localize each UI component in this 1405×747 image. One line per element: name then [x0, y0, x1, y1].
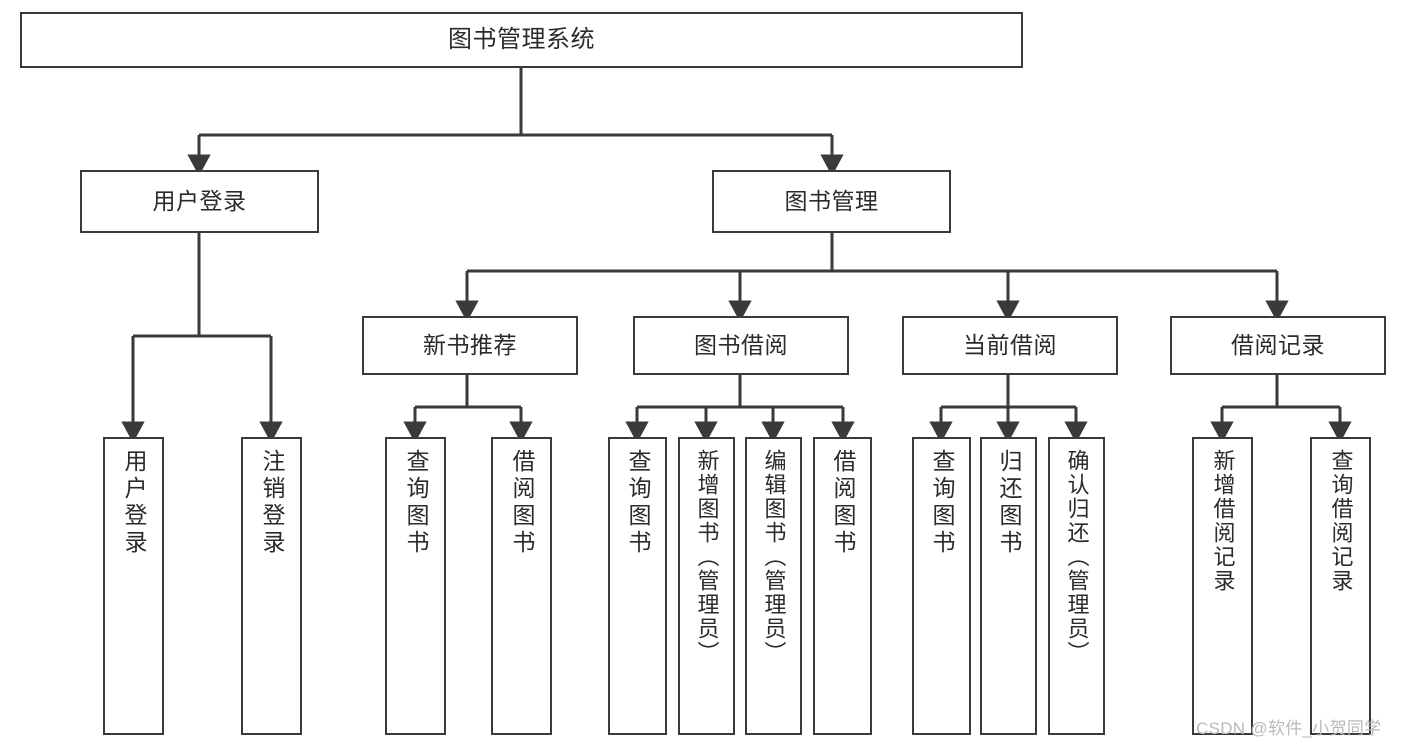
leaf-query-book-current[interactable]: 查询图书: [912, 437, 971, 735]
node-label: 借阅图书: [509, 449, 535, 557]
node-label: 查询借阅记录: [1328, 449, 1354, 593]
leaf-borrow-book-borrowing[interactable]: 借阅图书: [813, 437, 872, 735]
node-new-book-recommendation[interactable]: 新书推荐: [362, 316, 578, 375]
node-borrowing-record[interactable]: 借阅记录: [1170, 316, 1386, 375]
node-label: 借阅图书: [830, 449, 856, 557]
leaf-query-book-borrowing[interactable]: 查询图书: [608, 437, 667, 735]
leaf-edit-book-admin[interactable]: 编辑图书（管理员）: [745, 437, 802, 735]
leaf-user-login[interactable]: 用户登录: [103, 437, 164, 735]
node-label: 查询图书: [625, 449, 651, 557]
leaf-query-borrow-record[interactable]: 查询借阅记录: [1310, 437, 1371, 735]
node-label: 确认归还（管理员）: [1064, 449, 1090, 665]
node-label: 图书借阅: [694, 332, 788, 359]
node-label: 新增借阅记录: [1210, 449, 1236, 593]
node-label: 当前借阅: [963, 332, 1057, 359]
leaf-query-book-new-rec[interactable]: 查询图书: [385, 437, 446, 735]
node-label: 查询图书: [403, 449, 429, 557]
node-label: 用户登录: [152, 188, 247, 215]
node-label: 编辑图书（管理员）: [761, 449, 787, 665]
node-label: 查询图书: [929, 449, 955, 557]
node-label: 用户登录: [121, 449, 147, 557]
node-book-management[interactable]: 图书管理: [712, 170, 951, 233]
node-label: 新书推荐: [423, 332, 517, 359]
leaf-logout-login[interactable]: 注销登录: [241, 437, 302, 735]
leaf-add-book-admin[interactable]: 新增图书（管理员）: [678, 437, 735, 735]
leaf-return-book[interactable]: 归还图书: [980, 437, 1037, 735]
node-label: 注销登录: [259, 449, 285, 557]
node-book-borrowing[interactable]: 图书借阅: [633, 316, 849, 375]
watermark: CSDN @软件_小贺同学: [1196, 719, 1382, 738]
node-label: 借阅记录: [1231, 332, 1325, 359]
node-label: 新增图书（管理员）: [694, 449, 720, 665]
leaf-confirm-return-admin[interactable]: 确认归还（管理员）: [1048, 437, 1105, 735]
node-label: 归还图书: [996, 449, 1022, 557]
node-root-book-management-system[interactable]: 图书管理系统: [20, 12, 1023, 68]
node-label: 图书管理: [784, 188, 879, 215]
node-current-borrowing[interactable]: 当前借阅: [902, 316, 1118, 375]
leaf-add-borrow-record[interactable]: 新增借阅记录: [1192, 437, 1253, 735]
node-user-login[interactable]: 用户登录: [80, 170, 319, 233]
node-label: 图书管理系统: [448, 26, 595, 54]
leaf-borrow-book-new-rec[interactable]: 借阅图书: [491, 437, 552, 735]
